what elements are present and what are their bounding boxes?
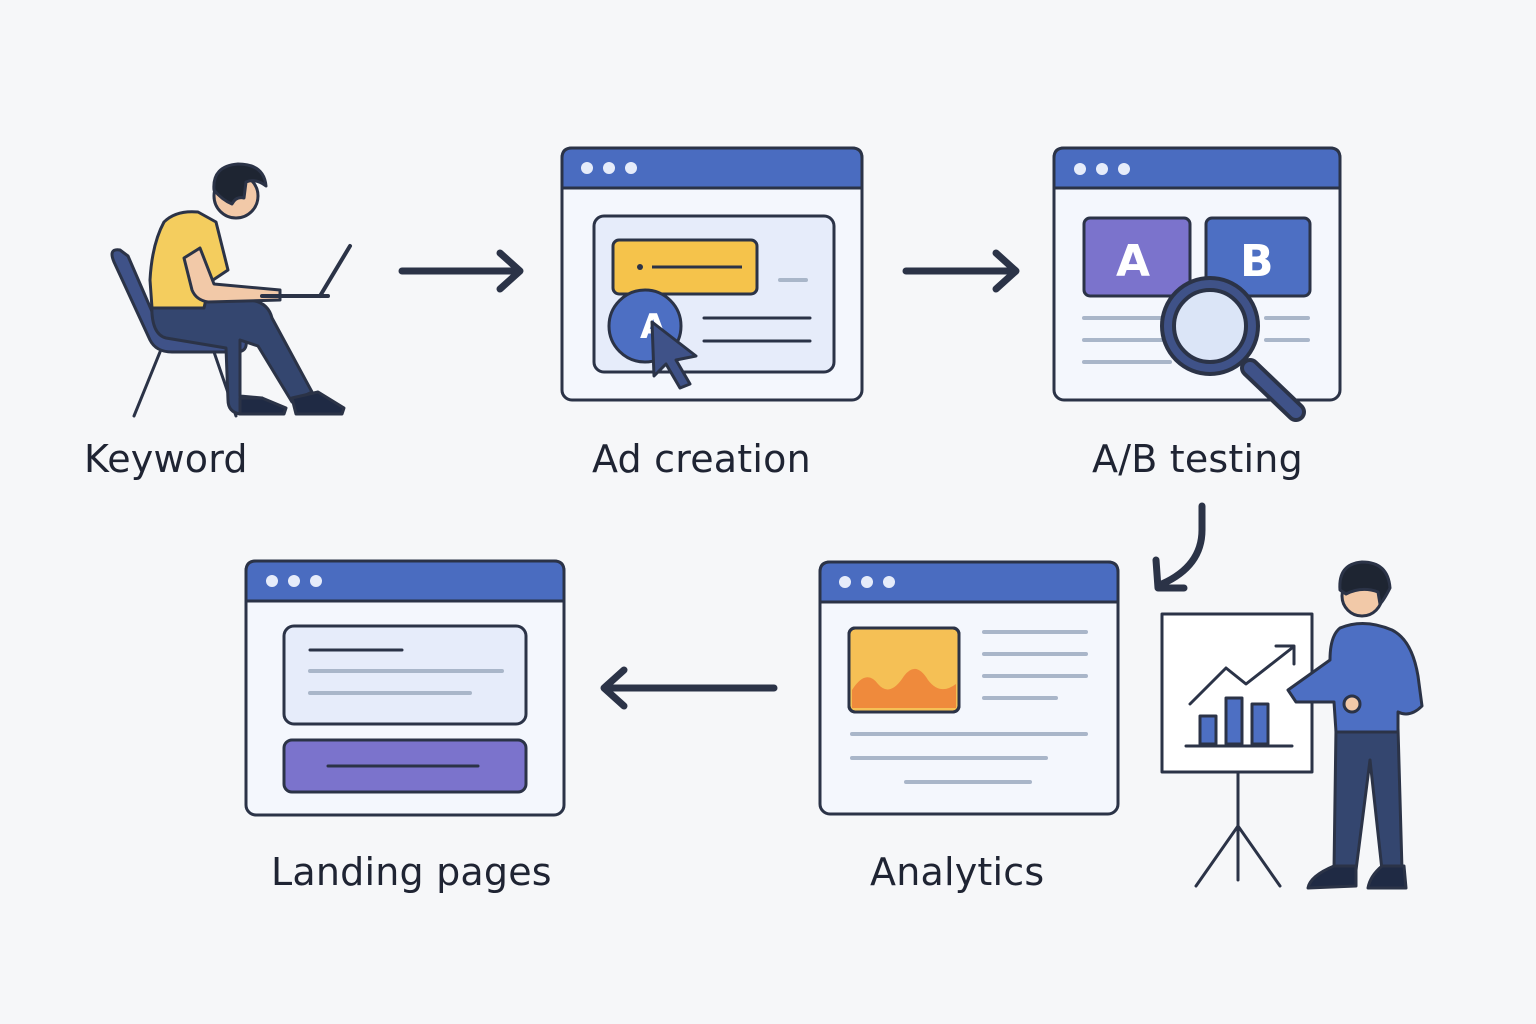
ab-testing-window [1052,146,1342,402]
arrow-right-icon [398,249,524,293]
person-laptop-illustration [110,162,352,418]
landing-pages-window [244,559,566,817]
step-label-analytics: Analytics [870,850,1045,894]
cursor-icon [650,320,698,390]
arrow-right-icon [902,249,1020,293]
step-label-ad-creation: Ad creation [592,437,811,481]
step-label-landing-pages: Landing pages [271,850,552,894]
step-label-ab-testing: A/B testing [1092,437,1303,481]
step-label-keyword: Keyword [84,437,248,481]
arrow-left-icon [600,666,778,710]
curved-arrow-icon [1152,502,1206,592]
variant-b-label: B [1240,236,1274,287]
magnifier-icon [1160,276,1306,422]
variant-a-label: A [1116,236,1150,287]
ad-creation-window [560,146,864,402]
chart-icon [1184,644,1296,748]
presenter-chart-illustration [1160,560,1424,890]
analytics-window [818,560,1120,816]
